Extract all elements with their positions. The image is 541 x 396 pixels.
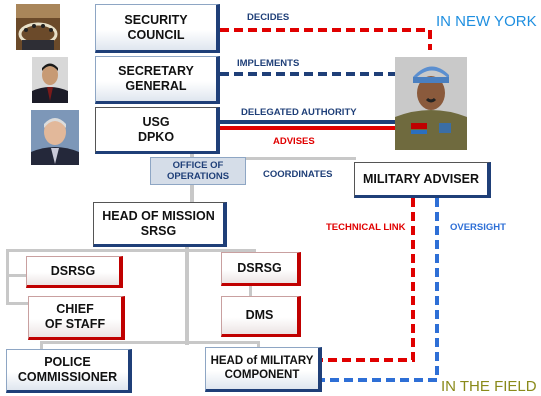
advises-label: ADVISES xyxy=(273,136,315,147)
security-council-line1: SECURITY xyxy=(124,12,188,27)
police-commissioner-line1: POLICE xyxy=(44,355,91,369)
chief-of-staff-line2: OF STAFF xyxy=(44,317,106,331)
dms-label: DMS xyxy=(245,308,274,322)
office-of-operations-line2: OPERATIONS xyxy=(166,171,230,182)
military-adviser-photo xyxy=(395,57,467,150)
technical-link-line xyxy=(322,198,415,362)
dsrsg-right-label: DSRSG xyxy=(237,260,282,275)
head-of-military-component-line1: HEAD of MILITARY xyxy=(210,354,314,367)
in-the-field-label: IN THE FIELD xyxy=(441,378,537,395)
oversight-line xyxy=(322,198,439,382)
secretary-general-line2: GENERAL xyxy=(125,79,187,93)
decides-line xyxy=(220,28,432,50)
secretary-general-photo xyxy=(32,57,68,103)
chief-of-staff-line1: CHIEF xyxy=(56,302,94,316)
head-of-mission-line2: SRSG xyxy=(140,223,177,238)
connector-right-col xyxy=(249,286,252,296)
military-adviser-label: MILITARY ADVISER xyxy=(363,171,479,186)
dsrsg-left-label: DSRSG xyxy=(50,263,96,278)
connector-row2-left-drop xyxy=(40,341,43,349)
connector-row1 xyxy=(6,249,256,252)
connector-row1-left-tick2 xyxy=(6,302,28,305)
usg-dpko-photo xyxy=(31,110,79,165)
connector-ops-trunk xyxy=(190,182,194,202)
implements-label: IMPLEMENTS xyxy=(237,58,300,69)
dsrsg-right-box: DSRSG xyxy=(221,252,301,286)
police-commissioner-line2: COMMISSIONER xyxy=(17,370,118,384)
connector-mission-trunk xyxy=(185,245,189,345)
delegated-authority-label: DELEGATED AUTHORITY xyxy=(241,107,357,118)
connector-row1-left-tick xyxy=(6,274,26,277)
head-of-military-component-line2: COMPONENT xyxy=(224,368,300,381)
connector-row2-right-drop xyxy=(257,341,260,349)
military-adviser-box: MILITARY ADVISER xyxy=(354,162,491,198)
connector-row2 xyxy=(40,341,260,344)
security-council-line2: COUNCIL xyxy=(127,27,185,42)
usg-dpko-line1: USG xyxy=(142,114,170,129)
council-chamber-photo xyxy=(16,4,60,50)
dsrsg-left-box: DSRSG xyxy=(26,256,123,288)
technical-link-label: TECHNICAL LINK xyxy=(326,222,406,233)
dms-box: DMS xyxy=(221,296,301,337)
secretary-general-line1: SECRETARY xyxy=(118,64,194,78)
in-new-york-label: IN NEW YORK xyxy=(436,13,537,30)
decides-label: DECIDES xyxy=(247,12,290,23)
coordinates-label: COORDINATES xyxy=(263,169,333,180)
office-of-operations-line1: OFFICE OF xyxy=(172,159,224,171)
oversight-label: OVERSIGHT xyxy=(450,222,506,233)
usg-dpko-line2: DPKO xyxy=(137,129,175,144)
head-of-mission-line1: HEAD OF MISSION xyxy=(102,208,215,223)
connector-ops-to-adviser xyxy=(246,157,356,160)
